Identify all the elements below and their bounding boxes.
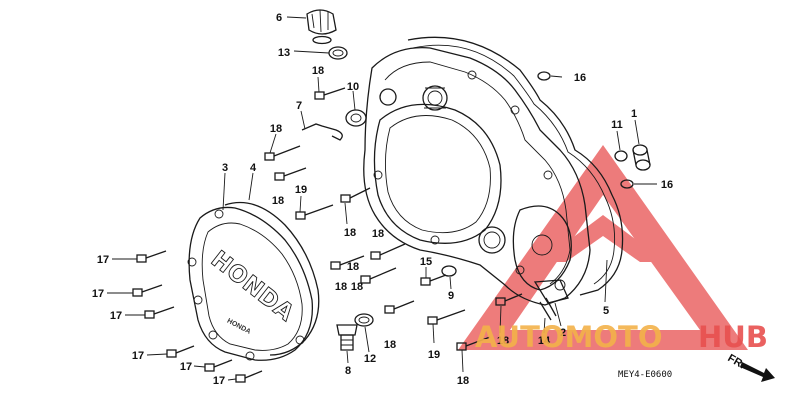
callout-18: 18 bbox=[384, 339, 396, 351]
callout-1: 1 bbox=[631, 108, 637, 120]
cover-gasket bbox=[407, 36, 624, 296]
callout-18: 18 bbox=[272, 195, 284, 207]
callout-18: 18 bbox=[497, 335, 509, 347]
clutch-cover-gasket bbox=[224, 201, 320, 356]
watermark-text: AUTOMOTO HUB bbox=[475, 320, 768, 354]
plug-16b bbox=[620, 179, 634, 189]
callout-18: 18 bbox=[270, 123, 282, 135]
front-direction-indicator: FR. bbox=[726, 352, 775, 382]
bolt-17e bbox=[204, 359, 233, 372]
callout-13: 13 bbox=[278, 47, 290, 59]
callout-14: 14 bbox=[538, 335, 551, 347]
callout-17: 17 bbox=[110, 310, 122, 322]
callout-11: 11 bbox=[611, 119, 623, 131]
bolt-19b bbox=[427, 309, 466, 325]
callout-5: 5 bbox=[603, 305, 609, 317]
oil-filler-cap bbox=[306, 9, 337, 45]
dowel-pin-1 bbox=[632, 144, 651, 171]
callout-9: 9 bbox=[448, 290, 454, 302]
bolt-18c bbox=[274, 167, 307, 181]
pin-14 bbox=[539, 297, 557, 321]
callout-8: 8 bbox=[345, 365, 351, 377]
callout-numbers: 6 13 18 10 7 18 18 3 4 19 18 18 18 18 18… bbox=[92, 12, 673, 387]
bolt-18e bbox=[370, 243, 406, 260]
washer-9 bbox=[441, 265, 457, 277]
callout-19: 19 bbox=[295, 184, 307, 196]
callout-18: 18 bbox=[347, 261, 359, 273]
callout-17: 17 bbox=[180, 361, 192, 373]
ring-11 bbox=[614, 150, 628, 162]
bolt-17c bbox=[144, 306, 175, 319]
bolt-18a bbox=[314, 87, 346, 100]
clutch-cover: HONDA HONDA bbox=[187, 201, 320, 361]
callout-3: 3 bbox=[222, 162, 228, 174]
callout-18: 18 bbox=[351, 281, 363, 293]
cover-window bbox=[373, 103, 502, 244]
callout-17: 17 bbox=[213, 375, 225, 387]
drain-plug-8 bbox=[336, 324, 358, 351]
bolt-18i bbox=[384, 300, 415, 314]
callout-18: 18 bbox=[457, 375, 469, 387]
callout-18: 18 bbox=[372, 228, 384, 240]
callout-10: 10 bbox=[347, 81, 359, 93]
bolt-17a bbox=[136, 250, 167, 263]
bolt-18d bbox=[340, 187, 371, 203]
callout-2: 2 bbox=[560, 327, 566, 339]
bolt-18b bbox=[264, 145, 301, 161]
watermark-text-b: HUB bbox=[698, 320, 768, 354]
washer-12 bbox=[354, 313, 374, 327]
bolt-18g bbox=[360, 267, 397, 284]
bolts bbox=[132, 87, 523, 383]
watermark-text-a: AUTOMOTO bbox=[475, 320, 662, 354]
callout-17: 17 bbox=[132, 350, 144, 362]
callout-17: 17 bbox=[92, 288, 104, 300]
bolt-18f bbox=[330, 255, 365, 270]
callout-18: 18 bbox=[344, 227, 356, 239]
callout-16: 16 bbox=[661, 179, 673, 191]
leader-lines bbox=[107, 16, 657, 381]
bolt-15 bbox=[420, 274, 447, 286]
callout-6: 6 bbox=[276, 12, 282, 24]
cover-small-marking: HONDA bbox=[226, 318, 252, 336]
spring-clip-7 bbox=[301, 123, 343, 141]
callout-16: 16 bbox=[574, 72, 586, 84]
plug-16a bbox=[537, 71, 551, 81]
callout-7: 7 bbox=[296, 100, 302, 112]
callout-12: 12 bbox=[364, 353, 376, 365]
oil-seal-10 bbox=[345, 109, 367, 127]
callout-15: 15 bbox=[420, 256, 432, 268]
bolt-18j bbox=[456, 336, 491, 351]
bolt-17d bbox=[166, 345, 195, 358]
crankcase-cover bbox=[363, 36, 624, 306]
callout-17: 17 bbox=[97, 254, 109, 266]
diagram-code: MEY4-E0600 bbox=[618, 370, 672, 380]
bolt-17f bbox=[235, 370, 263, 383]
callout-18: 18 bbox=[335, 281, 347, 293]
bolt-17b bbox=[132, 284, 163, 297]
callout-19: 19 bbox=[428, 349, 440, 361]
callout-18: 18 bbox=[312, 65, 324, 77]
bolt-18k bbox=[495, 293, 523, 306]
o-ring-13 bbox=[328, 46, 348, 60]
callout-4: 4 bbox=[250, 162, 257, 174]
bolt-19a bbox=[295, 204, 334, 220]
